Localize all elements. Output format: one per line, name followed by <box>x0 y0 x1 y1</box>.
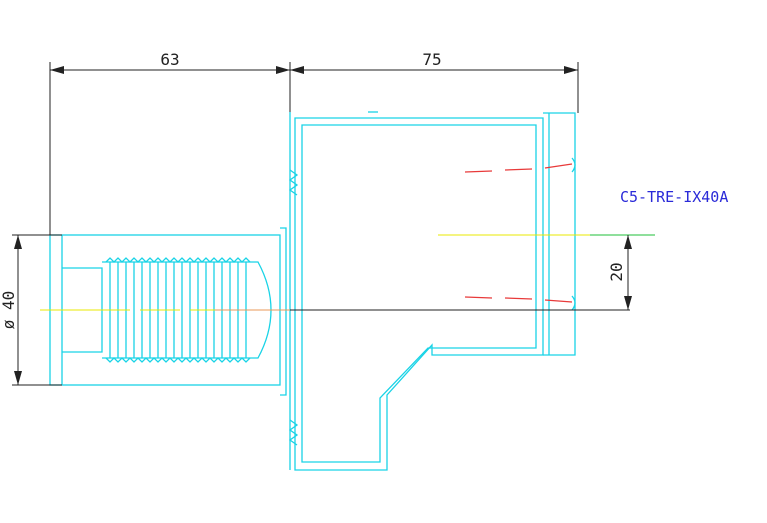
hidden-lines <box>464 157 576 311</box>
dimension-75-label: 75 <box>422 50 441 69</box>
dimension-63 <box>49 62 291 235</box>
dimension-20-label: 20 <box>607 262 626 281</box>
shank-outline <box>49 227 287 396</box>
dimension-20 <box>624 235 632 310</box>
dimension-diameter <box>12 234 62 386</box>
center-lines <box>40 234 655 311</box>
body-outline <box>288 111 576 471</box>
dimension-63-label: 63 <box>160 50 179 69</box>
dimension-diameter-label: ø 40 <box>0 291 18 330</box>
dimension-75 <box>290 62 579 113</box>
part-label: C5-TRE-IX40A <box>620 188 728 206</box>
